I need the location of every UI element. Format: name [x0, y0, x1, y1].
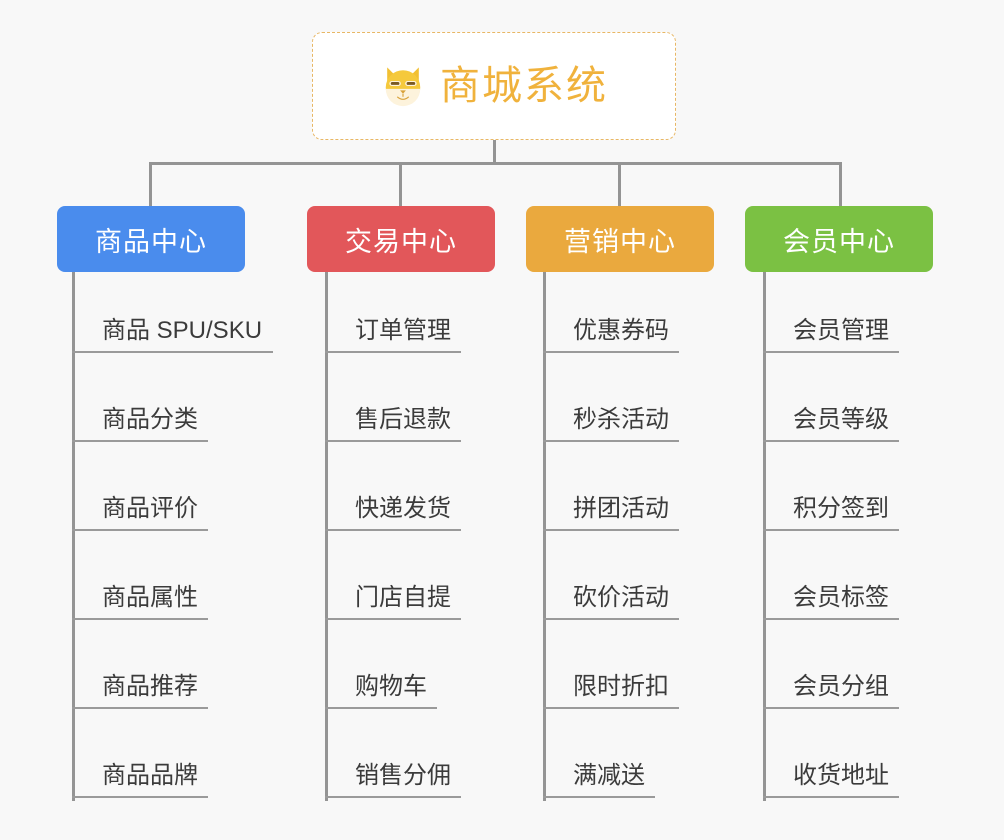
connector-drop-trade-center [399, 162, 402, 208]
list-item[interactable]: 商品属性 [72, 531, 208, 620]
branch-trunk-trade-center [325, 272, 328, 801]
list-item[interactable]: 销售分佣 [325, 709, 461, 798]
connector-drop-product-center [149, 162, 152, 208]
list-item[interactable]: 商品分类 [72, 353, 208, 442]
list-item[interactable]: 会员标签 [763, 531, 899, 620]
root-title: 商城系统 [440, 64, 608, 108]
leaf-label: 商品品牌 [102, 762, 198, 789]
leaf-label: 优惠券码 [573, 317, 669, 344]
category-label-member-center: 会员中心 [783, 226, 895, 257]
connector-drop-marketing-center [618, 162, 621, 208]
connector-root-vertical [493, 140, 496, 164]
leaf-label: 售后退款 [355, 406, 451, 433]
shiba-dog-face-icon [380, 63, 426, 109]
category-label-product-center: 商品中心 [95, 226, 207, 257]
category-box-member-center[interactable]: 会员中心 [745, 206, 933, 272]
leaf-label: 商品 SPU/SKU [102, 317, 263, 344]
leaf-label: 拼团活动 [573, 495, 669, 522]
list-item[interactable]: 会员等级 [763, 353, 899, 442]
branch-trunk-product-center [72, 272, 75, 801]
list-item[interactable]: 秒杀活动 [543, 353, 679, 442]
leaf-label: 商品分类 [102, 406, 198, 433]
list-item[interactable]: 积分签到 [763, 442, 899, 531]
list-item[interactable]: 会员分组 [763, 620, 899, 709]
leaf-label: 会员等级 [793, 406, 889, 433]
leaf-label: 秒杀活动 [573, 406, 669, 433]
list-item[interactable]: 拼团活动 [543, 442, 679, 531]
list-item[interactable]: 优惠券码 [543, 264, 679, 353]
leaf-label: 会员分组 [793, 673, 889, 700]
leaf-label: 砍价活动 [573, 584, 669, 611]
list-item[interactable]: 门店自提 [325, 531, 461, 620]
leaf-label: 满减送 [573, 762, 645, 789]
category-label-marketing-center: 营销中心 [564, 226, 676, 257]
list-item[interactable]: 商品评价 [72, 442, 208, 531]
category-label-trade-center: 交易中心 [345, 226, 457, 257]
category-box-trade-center[interactable]: 交易中心 [307, 206, 495, 272]
list-item[interactable]: 商品品牌 [72, 709, 208, 798]
list-item[interactable]: 订单管理 [325, 264, 461, 353]
branch-trunk-member-center [763, 272, 766, 801]
list-item[interactable]: 购物车 [325, 620, 437, 709]
leaf-label: 会员标签 [793, 584, 889, 611]
list-item[interactable]: 售后退款 [325, 353, 461, 442]
leaf-label: 会员管理 [793, 317, 889, 344]
leaf-label: 商品推荐 [102, 673, 198, 700]
category-box-marketing-center[interactable]: 营销中心 [526, 206, 714, 272]
leaf-label: 快递发货 [355, 495, 451, 522]
list-item[interactable]: 商品推荐 [72, 620, 208, 709]
list-item[interactable]: 商品 SPU/SKU [72, 264, 273, 353]
list-item[interactable]: 满减送 [543, 709, 655, 798]
category-box-product-center[interactable]: 商品中心 [57, 206, 245, 272]
connector-drop-member-center [839, 162, 842, 208]
leaf-label: 订单管理 [355, 317, 451, 344]
list-item[interactable]: 砍价活动 [543, 531, 679, 620]
leaf-label: 积分签到 [793, 495, 889, 522]
leaf-label: 购物车 [355, 673, 427, 700]
root-node-shop-system[interactable]: 商城系统 [312, 32, 676, 140]
leaf-label: 收货地址 [793, 762, 889, 789]
leaf-label: 门店自提 [355, 584, 451, 611]
list-item[interactable]: 快递发货 [325, 442, 461, 531]
leaf-label: 销售分佣 [355, 762, 451, 789]
list-item[interactable]: 会员管理 [763, 264, 899, 353]
branch-trunk-marketing-center [543, 272, 546, 801]
leaf-label: 商品属性 [102, 584, 198, 611]
connector-horizontal-bus [149, 162, 842, 165]
list-item[interactable]: 收货地址 [763, 709, 899, 798]
leaf-label: 商品评价 [102, 495, 198, 522]
leaf-label: 限时折扣 [573, 673, 669, 700]
list-item[interactable]: 限时折扣 [543, 620, 679, 709]
